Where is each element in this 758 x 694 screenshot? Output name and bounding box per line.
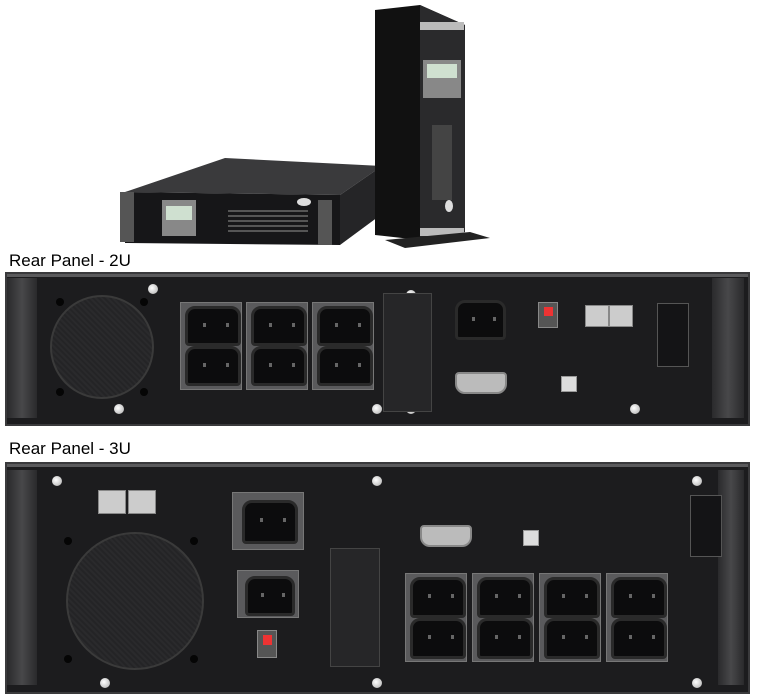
rj45-port	[128, 490, 156, 514]
ac-outlet	[477, 577, 533, 618]
ac-outlet	[410, 577, 466, 618]
right-ear	[712, 278, 744, 418]
mount-hole	[190, 537, 198, 545]
ups-rack-unit	[120, 158, 382, 245]
fan-grille	[66, 532, 204, 670]
fan-grille	[50, 295, 154, 399]
screw	[372, 678, 382, 688]
screw	[692, 678, 702, 688]
mount-hole	[56, 388, 64, 396]
screw	[114, 404, 124, 414]
ac-outlet	[251, 346, 307, 386]
screw	[100, 678, 110, 688]
ac-outlet	[251, 306, 307, 346]
serial-port	[420, 525, 472, 547]
rear-panel-3u-label: Rear Panel - 3U	[9, 439, 131, 458]
ac-outlet	[544, 618, 600, 659]
ac-outlet	[544, 577, 600, 618]
ac-outlet	[317, 306, 373, 346]
rj45-port	[585, 305, 609, 327]
ups-units-photo	[120, 5, 490, 248]
mount-hole	[64, 655, 72, 663]
rj45-port	[609, 305, 633, 327]
screw	[52, 476, 62, 486]
cover-plate	[383, 293, 432, 412]
mount-hole	[190, 655, 198, 663]
screw	[148, 284, 158, 294]
ac-outlet	[185, 346, 241, 386]
serial-port	[455, 372, 507, 394]
right-ear	[718, 470, 744, 685]
ac-outlet	[317, 346, 373, 386]
expansion-slot	[657, 303, 689, 367]
mount-hole	[64, 537, 72, 545]
ups-tower-unit	[375, 5, 490, 248]
mount-hole	[56, 298, 64, 306]
ac-outlet	[611, 577, 667, 618]
usb-port	[523, 530, 539, 546]
cover-plate	[330, 548, 380, 667]
rj45-port	[98, 490, 126, 514]
power-inlet	[455, 300, 506, 340]
ac-outlet	[611, 618, 667, 659]
rear-panel-2u-label: Rear Panel - 2U	[9, 251, 131, 270]
ac-outlet	[185, 306, 241, 346]
mount-hole	[140, 388, 148, 396]
screw	[692, 476, 702, 486]
circuit-breaker	[538, 302, 558, 328]
screw	[372, 404, 382, 414]
screw	[372, 476, 382, 486]
c20-inlet	[245, 576, 295, 616]
circuit-breaker	[257, 630, 277, 658]
left-ear	[7, 470, 37, 685]
expansion-slot	[690, 495, 722, 557]
c19-outlet	[242, 500, 298, 544]
left-ear	[7, 278, 37, 418]
ac-outlet	[410, 618, 466, 659]
ac-outlet	[477, 618, 533, 659]
usb-port	[561, 376, 577, 392]
screw	[630, 404, 640, 414]
mount-hole	[140, 298, 148, 306]
